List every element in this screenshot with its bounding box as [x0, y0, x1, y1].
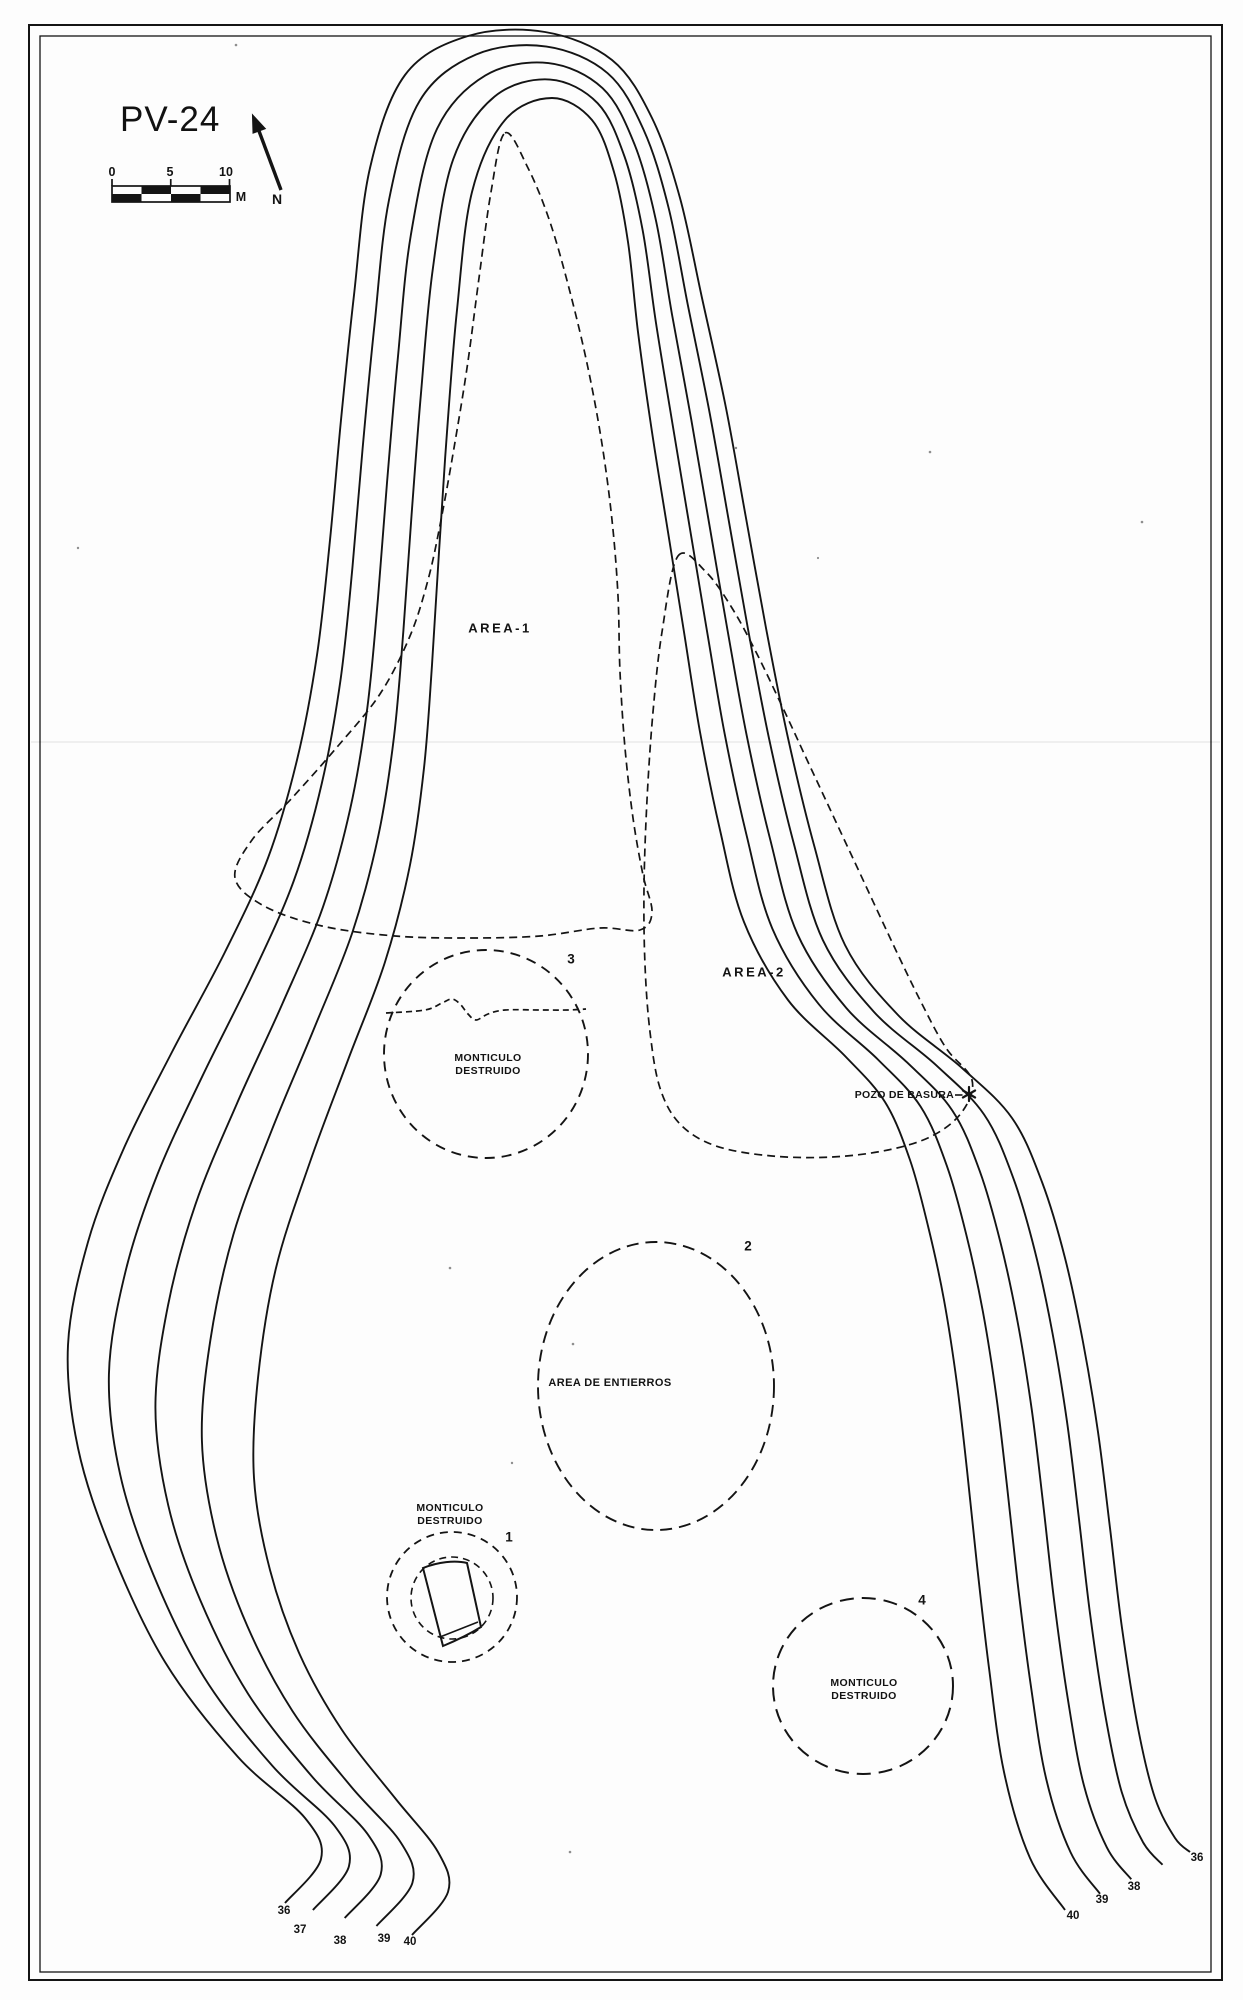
contour-label-right-39: 39 [1095, 1894, 1109, 1906]
mound-1-label-line2: DESTRUIDO [417, 1515, 483, 1527]
excavation-unit [421, 1560, 483, 1648]
mound-1-label-line1: MONTICULO [416, 1502, 484, 1514]
contour-label-left-36: 36 [277, 1905, 291, 1917]
mound-1-number: 1 [505, 1529, 513, 1545]
scale-tick-10: 10 [219, 165, 233, 179]
asterisk-icon [961, 1085, 977, 1103]
mound-3-label-line2: DESTRUIDO [455, 1065, 521, 1077]
contour-lines [66, 28, 1191, 1936]
trash-pit-marker [955, 1085, 977, 1103]
map-frame [28, 24, 1223, 1981]
north-label: N [271, 191, 283, 207]
contour-label-left-39: 39 [377, 1933, 391, 1945]
mound-1-label: MONTICULO DESTRUIDO [416, 1502, 483, 1528]
mound-3-outline [383, 949, 589, 1159]
contour-line-36 [66, 28, 1191, 1904]
contour-label-left-38: 38 [333, 1935, 347, 1947]
contour-line-38 [154, 61, 1133, 1919]
contour-label-right-36: 36 [1190, 1852, 1204, 1864]
trash-pit-label: POZO DE BASURA [854, 1089, 954, 1101]
scan-specks [76, 43, 1144, 1854]
burial-area-number: 2 [744, 1238, 752, 1254]
contour-line-39 [200, 78, 1101, 1927]
contour-line-37 [107, 44, 1164, 1911]
area-1-outline [233, 131, 653, 939]
area-2-label: AREA-2 [722, 964, 786, 980]
contour-line-40 [252, 97, 1066, 1936]
scale-tick-5: 5 [166, 165, 174, 179]
scale-unit: M [235, 190, 247, 204]
mound-3-number: 3 [567, 951, 575, 967]
area-2-outline [643, 552, 974, 1159]
mound-4-label-line2: DESTRUIDO [831, 1690, 897, 1702]
north-arrow-icon [251, 113, 283, 191]
mound-3-scarp-line [385, 998, 587, 1021]
mound-3-label: MONTICULO DESTRUIDO [454, 1052, 521, 1078]
mound-4-outline [772, 1597, 954, 1775]
contour-label-left-37: 37 [293, 1924, 307, 1936]
mound-1-outline [386, 1531, 518, 1663]
burial-area-outline [537, 1241, 775, 1531]
mound-4-number: 4 [918, 1592, 926, 1608]
mound-3-label-line1: MONTICULO [454, 1052, 522, 1064]
contour-label-right-40: 40 [1066, 1910, 1080, 1922]
scale-tick-0: 0 [108, 165, 116, 179]
map-title: PV-24 [120, 100, 221, 139]
scale-bar [111, 179, 231, 203]
burial-area-label: AREA DE ENTIERROS [548, 1377, 672, 1389]
mound-4-label: MONTICULO DESTRUIDO [830, 1677, 897, 1703]
contour-label-left-40: 40 [403, 1936, 417, 1948]
contour-label-right-38: 38 [1127, 1881, 1141, 1893]
mound-4-label-line1: MONTICULO [830, 1677, 898, 1689]
area-1-label: AREA-1 [468, 620, 532, 636]
